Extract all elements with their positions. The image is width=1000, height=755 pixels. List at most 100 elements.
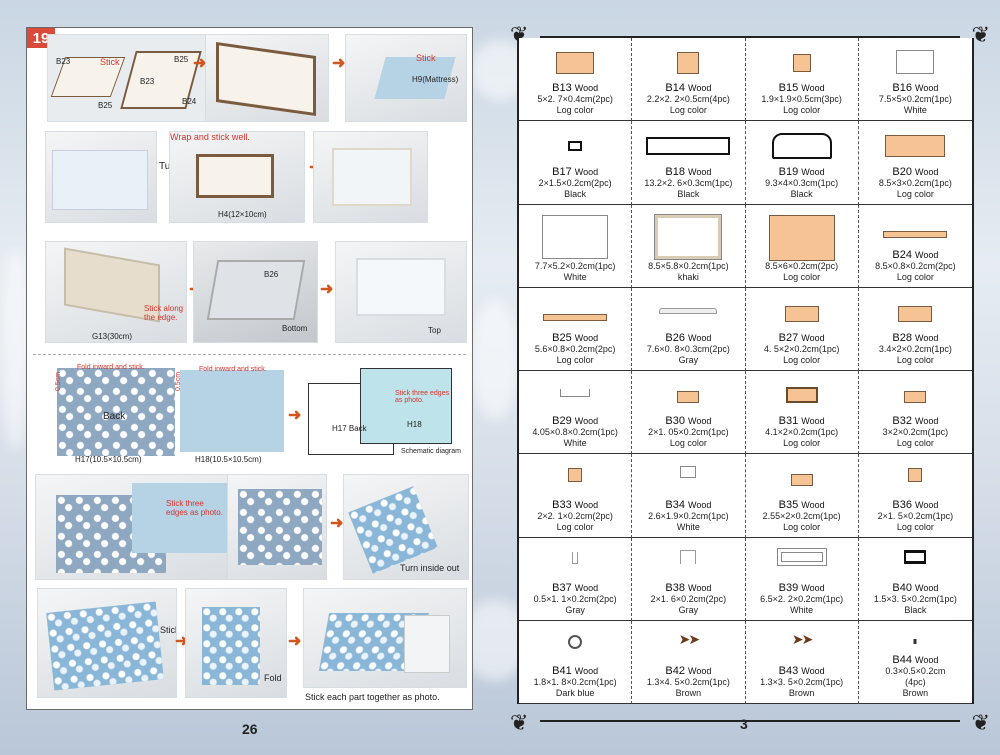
part-code: B30	[665, 415, 685, 428]
part-color: Log color	[896, 271, 934, 282]
part-material: Wood	[574, 582, 599, 593]
part-image	[519, 121, 631, 165]
part-code-line: B31 Wood	[779, 415, 825, 427]
part-image	[632, 38, 744, 82]
label-fold-1: Fold inward and stick.	[77, 364, 145, 371]
black-long-frame-icon	[646, 137, 731, 156]
part-color: Log color	[783, 438, 821, 449]
label-b24: B24	[182, 97, 197, 106]
part-color: Black	[677, 188, 700, 199]
photo-mattress: Stick H9(Mattress)	[345, 34, 467, 122]
arrow-icon: ➜	[288, 633, 302, 650]
part-size: 2.2×2. 2×0.5cm(4pc)	[646, 94, 730, 105]
part-code-line: B40 Wood	[892, 582, 938, 594]
part-color: White	[903, 105, 927, 116]
part-color: Brown	[788, 688, 815, 698]
part-color: Log color	[896, 521, 934, 532]
part-image	[859, 121, 972, 165]
part-color: Gray	[678, 604, 699, 615]
part-code: B31	[778, 415, 799, 428]
part-color: Log color	[783, 521, 821, 532]
photo-final	[303, 588, 467, 688]
part-size: 2.6×1.9×0.2cm(1pc)	[648, 510, 729, 521]
part-color: Dark blue	[555, 688, 595, 698]
log-small-icon	[784, 305, 819, 322]
part-image	[519, 371, 631, 415]
part-material: Wood	[688, 582, 712, 593]
part-size: 1.9×1.9×0.5cm(3pc)	[761, 94, 842, 105]
part-code-line: B25 Wood	[552, 332, 598, 344]
part-size: 4.1×2×0.2cm(1pc)	[765, 427, 839, 438]
part-size: 8.5×5.8×0.2cm(1pc)	[648, 260, 729, 271]
part-code: B43	[778, 665, 799, 677]
part-image	[519, 288, 631, 332]
part-size: 4.05×0.8×0.2cm(1pc)	[532, 427, 618, 438]
part-size: 7.5×5×0.2cm(1pc)	[878, 94, 952, 105]
part-code-line: B29 Wood	[552, 415, 598, 427]
part-image	[859, 371, 972, 415]
part-image	[519, 454, 631, 498]
part-size: 8.5×6×0.2cm(2pc)	[765, 260, 839, 271]
part-material: Wood	[688, 499, 712, 510]
part-material: Wood	[915, 166, 939, 177]
arrow-brown-icon: ➤➤	[678, 630, 701, 647]
photo-stick-edge: Stick along the edge. G13(30cm)	[45, 241, 187, 343]
log-square-icon	[677, 52, 700, 74]
label-dim-2: 0.5cm	[175, 371, 183, 392]
label-dim-1: 0.5cm	[55, 371, 63, 392]
photo-box-side	[205, 34, 329, 122]
page-number-right: 3	[740, 716, 748, 732]
part-image	[519, 38, 631, 82]
part-code-line: B26 Wood	[665, 332, 711, 344]
label-stick-three-2: Stick three edges as photo.	[166, 499, 223, 517]
part-code: B40	[892, 581, 912, 594]
part-image	[859, 454, 972, 498]
log-tiny-icon	[677, 391, 700, 403]
part-code: B26	[665, 332, 685, 344]
label-h9: H9(Mattress)	[412, 75, 459, 84]
part-code: B29	[552, 415, 572, 428]
part-code: B37	[552, 581, 572, 594]
part-image	[859, 538, 972, 582]
part-code-line: B24 Wood	[892, 249, 938, 261]
white-lines-icon	[680, 466, 697, 479]
part-image	[746, 288, 858, 332]
log-tiny-square-icon	[908, 468, 923, 483]
part-code-line: B32 Wood	[892, 415, 938, 427]
part-color: Log color	[783, 271, 821, 282]
part-size: 13.2×2. 6×0.3cm(1pc)	[644, 177, 733, 188]
gray-u-icon	[572, 551, 579, 564]
part-size: 5.6×0.8×0.2cm(2pc)	[534, 344, 616, 354]
label-top: Top	[428, 326, 441, 335]
part-material: Wood	[688, 666, 712, 676]
part-image	[519, 205, 631, 259]
part-size: 2×1.5×0.2cm(2pc)	[538, 177, 612, 188]
part-image	[632, 538, 744, 582]
log-big-icon	[768, 214, 835, 261]
part-image	[746, 38, 858, 82]
part-code-line: B30 Wood	[665, 415, 711, 427]
part-material: Wood	[915, 499, 939, 510]
part-color: Brown	[902, 688, 929, 698]
log-strip-icon	[883, 230, 948, 238]
label-b25-top: B25	[174, 55, 189, 64]
label-h4: H4(12×10cm)	[218, 210, 267, 219]
part-material: Wood	[915, 582, 939, 593]
part-color: Log color	[556, 521, 594, 532]
label-final: Stick each part together as photo.	[305, 692, 440, 702]
part-code: B33	[552, 498, 572, 511]
part-color: White	[676, 521, 700, 532]
